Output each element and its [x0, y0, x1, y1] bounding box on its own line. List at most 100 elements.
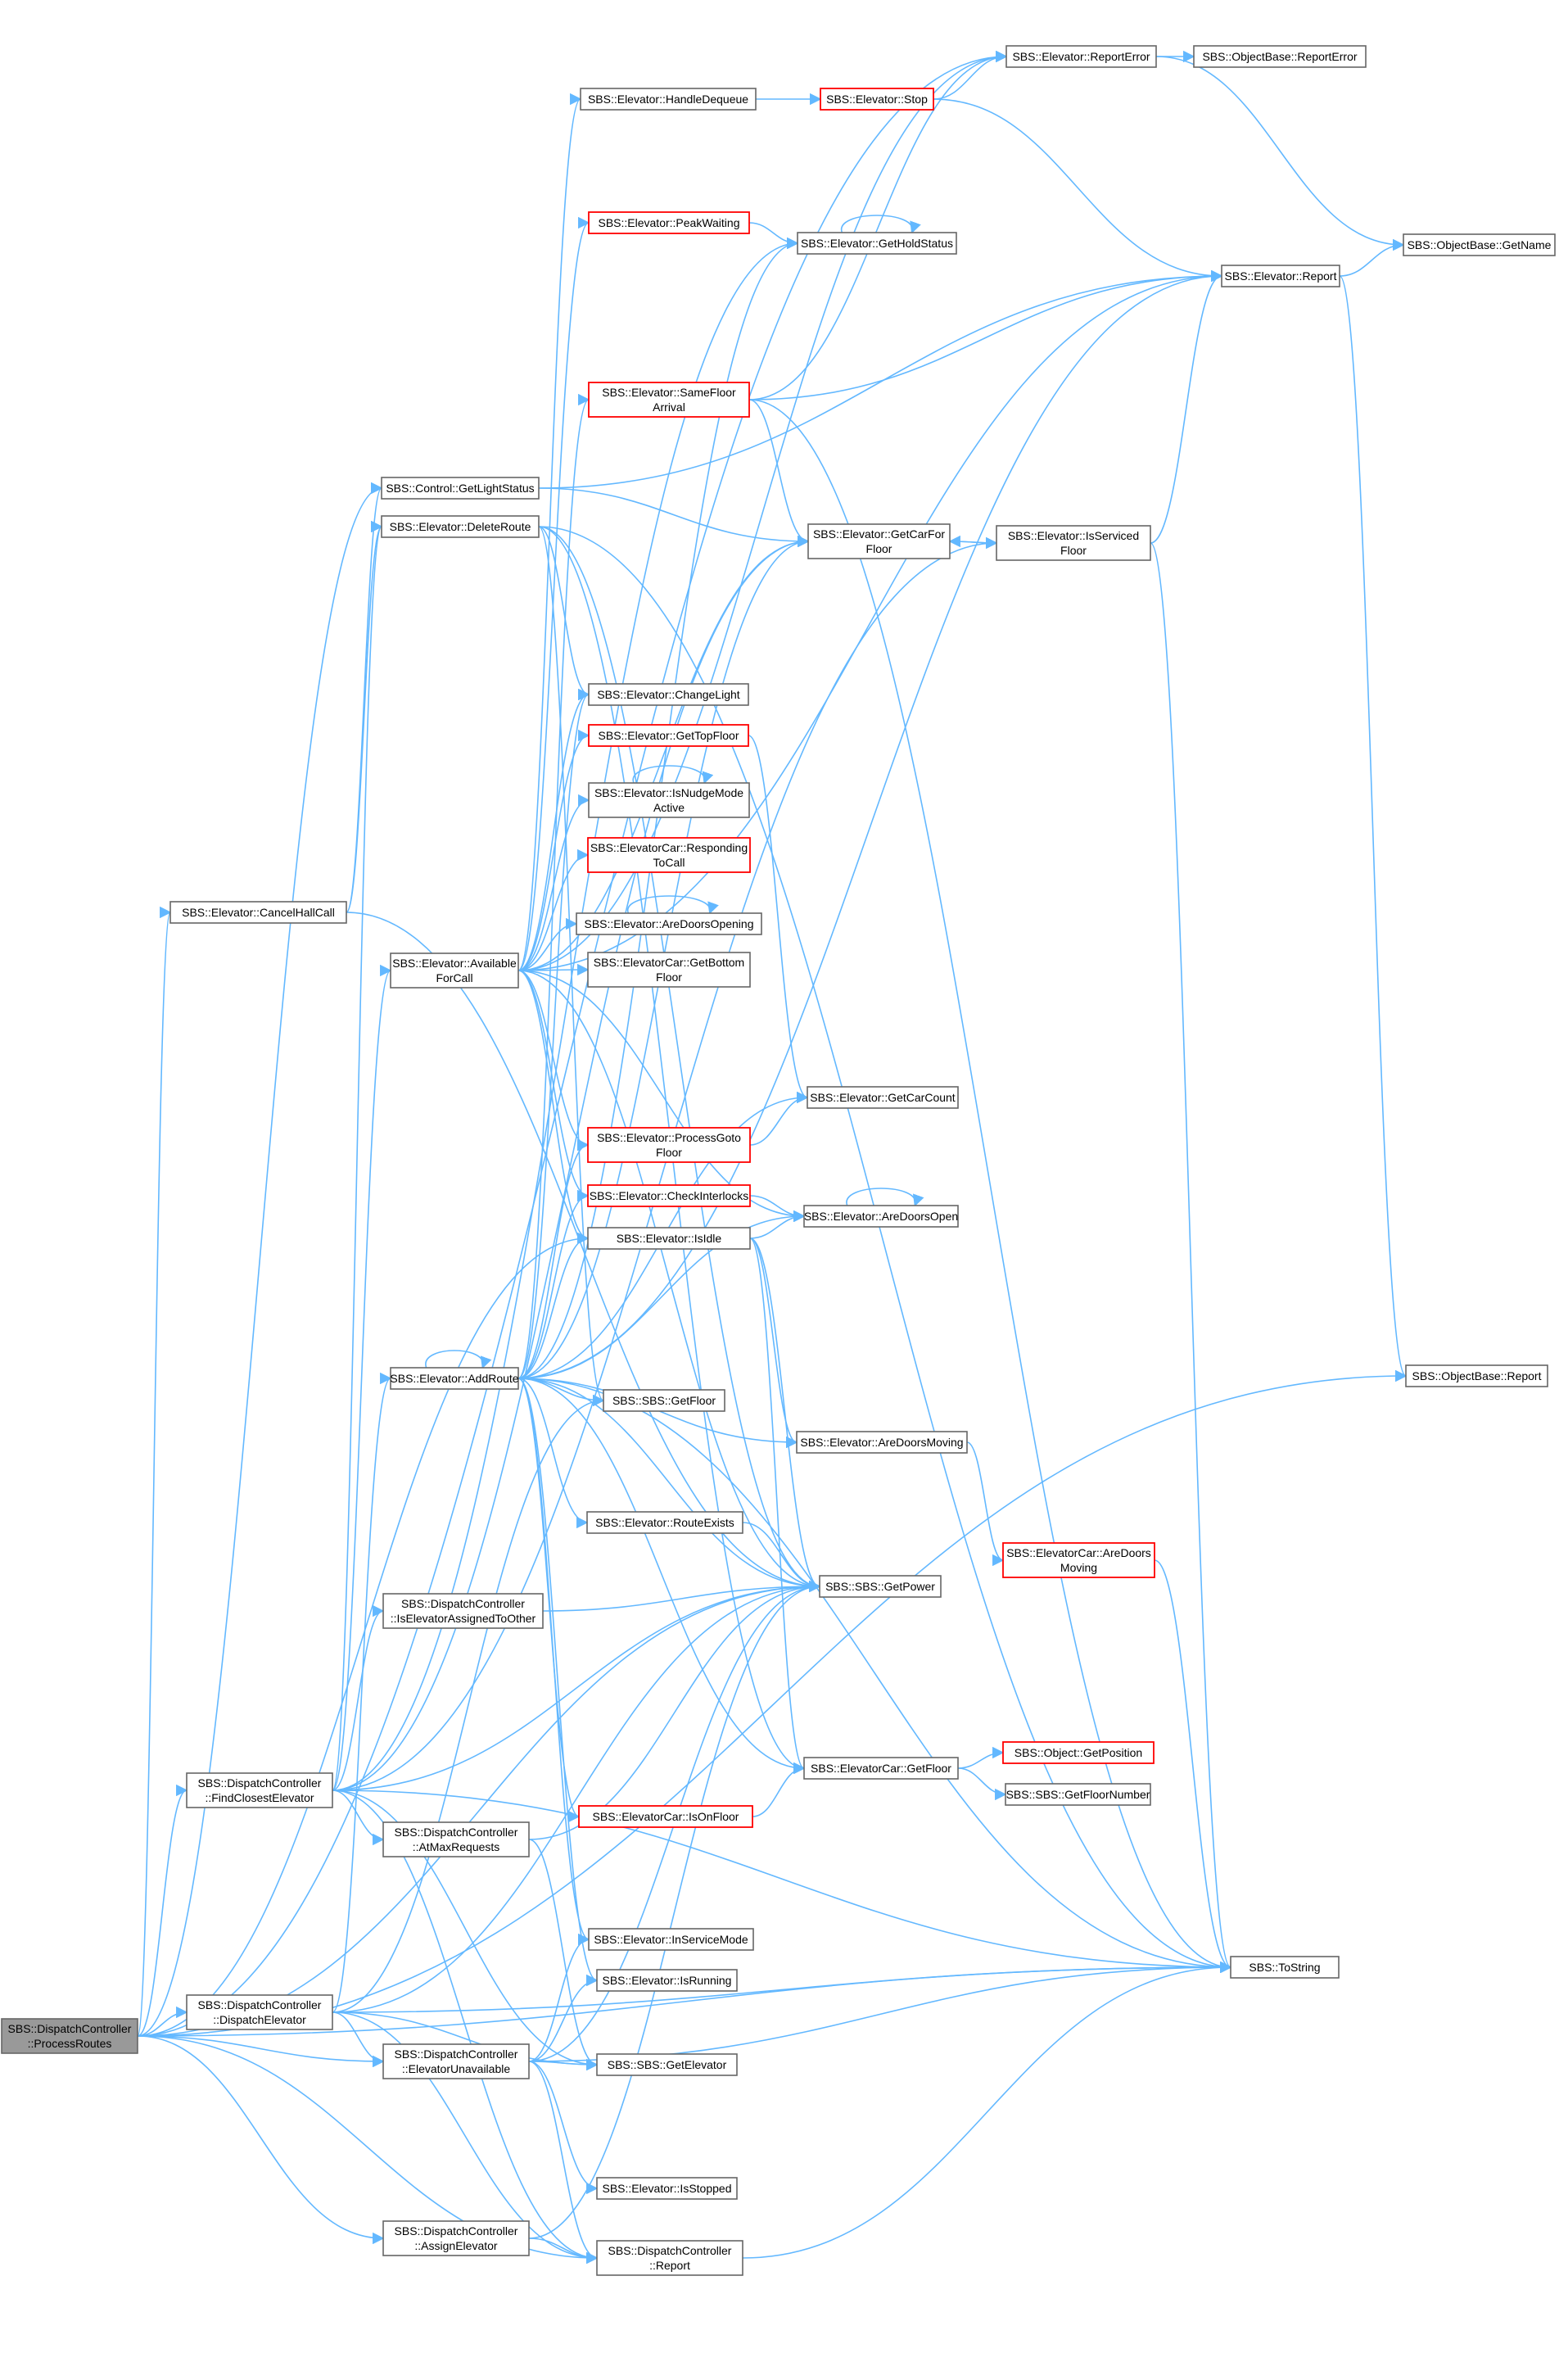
edge-line [1154, 1559, 1232, 1974]
node-box [603, 1389, 725, 1412]
edge-line [517, 1138, 590, 1379]
node-sbsgetfloor[interactable]: SBS::SBS::GetFloor [603, 1389, 725, 1412]
edge-line [528, 2237, 599, 2265]
node-label: Floor [866, 542, 892, 555]
edge-line [538, 487, 810, 548]
edge-addroute-to-routeexists [517, 1378, 589, 1529]
edge-elevunavail-to-dcreport [528, 2061, 599, 2265]
edge-dispelev-to-addroute [332, 1373, 392, 2013]
node-box [381, 515, 540, 538]
node-reporterror[interactable]: SBS::Elevator::ReportError [1005, 45, 1157, 68]
node-label: SBS::Elevator::AreDoorsMoving [800, 1436, 963, 1449]
node-carmoving[interactable]: SBS::ElevatorCar::AreDoorsMoving [1002, 1542, 1155, 1578]
node-getlight[interactable]: SBS::Control::GetLightStatus [381, 477, 540, 500]
node-deleteroute[interactable]: SBS::Elevator::DeleteRoute [381, 515, 540, 538]
node-isrunning[interactable]: SBS::Elevator::IsRunning [596, 1969, 738, 1992]
node-getfloornum[interactable]: SBS::SBS::GetFloorNumber [1005, 1783, 1151, 1806]
edge-line [332, 1790, 599, 2071]
node-getposition[interactable]: SBS::Object::GetPosition [1002, 1741, 1155, 1764]
edge-reporterror-to-obgetname [1155, 56, 1405, 251]
node-dcreport[interactable]: SBS::DispatchController::Report [596, 2240, 743, 2276]
node-cancelhall[interactable]: SBS::Elevator::CancelHallCall [169, 901, 347, 924]
edge-line [742, 1522, 821, 1593]
edge-findclosest-to-deleteroute [332, 521, 383, 1791]
edge-line [846, 1188, 924, 1207]
node-atmax[interactable]: SBS::DispatchController::AtMaxRequests [382, 1821, 530, 1857]
edge-elevunavail-to-isstopped [528, 2061, 599, 2195]
edge-doorsopen-to-doorsopen [846, 1188, 924, 1207]
node-obreport[interactable]: SBS::ObjectBase::Report [1405, 1364, 1548, 1387]
edge-line [517, 1378, 590, 1945]
node-label: SBS::SBS::GetFloorNumber [1006, 1788, 1150, 1801]
node-label: ToCall [653, 856, 685, 869]
node-box [587, 837, 751, 873]
edges-layer [137, 50, 1408, 2265]
node-obreporterror[interactable]: SBS::ObjectBase::ReportError [1193, 45, 1367, 68]
edge-line [528, 2061, 599, 2265]
edge-isidle-to-doorsopen [749, 1210, 806, 1239]
node-cargetfloor[interactable]: SBS::ElevatorCar::GetFloor [803, 1757, 959, 1780]
edge-line [517, 1378, 806, 1775]
edge-line [749, 1238, 798, 1449]
edge-line [517, 729, 590, 971]
node-routeexists[interactable]: SBS::Elevator::RouteExists [586, 1511, 743, 1534]
node-label: SBS::DispatchController [401, 1597, 525, 1610]
node-label: SBS::Elevator::AreDoorsOpening [585, 917, 754, 930]
node-inservice[interactable]: SBS::Elevator::InServiceMode [588, 1928, 754, 1951]
node-isassigned[interactable]: SBS::DispatchController::IsElevatorAssig… [382, 1593, 544, 1629]
node-doorsopen[interactable]: SBS::Elevator::AreDoorsOpen [803, 1205, 959, 1228]
edge-line [538, 526, 821, 1593]
node-isonfloor[interactable]: SBS::ElevatorCar::IsOnFloor [578, 1805, 753, 1828]
node-root[interactable]: SBS::DispatchController::ProcessRoutes [1, 2018, 138, 2054]
node-getpower[interactable]: SBS::SBS::GetPower [819, 1575, 942, 1598]
node-box [580, 88, 757, 111]
node-handledeq[interactable]: SBS::Elevator::HandleDequeue [580, 88, 757, 111]
node-gettopfloor[interactable]: SBS::Elevator::GetTopFloor [588, 724, 749, 747]
edge-elevreport-to-obgetname [1339, 238, 1405, 277]
edge-deleteroute-to-tostring [538, 526, 1232, 1974]
node-doorsmoving[interactable]: SBS::Elevator::AreDoorsMoving [796, 1431, 968, 1454]
node-peakwait[interactable]: SBS::Elevator::PeakWaiting [588, 211, 750, 234]
node-stop[interactable]: SBS::Elevator::Stop [820, 88, 934, 111]
edge-line [517, 269, 1223, 1379]
node-doorsopening[interactable]: SBS::Elevator::AreDoorsOpening [576, 912, 762, 935]
node-addroute[interactable]: SBS::Elevator::AddRoute [390, 1367, 519, 1390]
edge-findclosest-to-dcreport [332, 1790, 599, 2265]
node-tostring[interactable]: SBS::ToString [1230, 1956, 1340, 1979]
edge-line [748, 399, 810, 548]
edge-dispelev-to-dcreport [332, 2011, 599, 2265]
node-isstopped[interactable]: SBS::Elevator::IsStopped [596, 2177, 738, 2200]
node-obgetname[interactable]: SBS::ObjectBase::GetName [1403, 233, 1556, 256]
node-changelight[interactable]: SBS::Elevator::ChangeLight [588, 683, 749, 706]
node-isidle[interactable]: SBS::Elevator::IsIdle [587, 1227, 751, 1250]
node-dispelev[interactable]: SBS::DispatchController::DispatchElevato… [186, 1994, 333, 2030]
edge-line [1339, 238, 1405, 277]
node-checkinter[interactable]: SBS::Elevator::CheckInterlocks [587, 1184, 751, 1207]
edge-line [137, 1784, 188, 2037]
node-label: SBS::Elevator::GetCarFor [813, 527, 945, 541]
edge-stop-to-elevreport [933, 98, 1223, 283]
node-label: SBS::Elevator::ChangeLight [597, 688, 739, 701]
edge-line [957, 1746, 1005, 1769]
node-elevunavail[interactable]: SBS::DispatchController::ElevatorUnavail… [382, 2043, 530, 2079]
node-label: ::AssignElevator [414, 2239, 497, 2252]
node-getholdstatus[interactable]: SBS::Elevator::GetHoldStatus [797, 232, 957, 255]
node-box [588, 211, 750, 234]
node-assignelev[interactable]: SBS::DispatchController::AssignElevator [382, 2220, 530, 2256]
node-label: SBS::SBS::GetPower [825, 1580, 935, 1593]
edge-dcreport-to-tostring [742, 1961, 1232, 2259]
node-elevreport[interactable]: SBS::Elevator::Report [1221, 265, 1340, 287]
node-sbsgetelev[interactable]: SBS::SBS::GetElevator [596, 2053, 738, 2076]
edge-line [517, 1189, 590, 1379]
node-findclosest[interactable]: SBS::DispatchController::FindClosestElev… [186, 1772, 333, 1808]
edge-line [332, 1580, 821, 1791]
node-getcarcount[interactable]: SBS::Elevator::GetCarCount [807, 1086, 959, 1109]
